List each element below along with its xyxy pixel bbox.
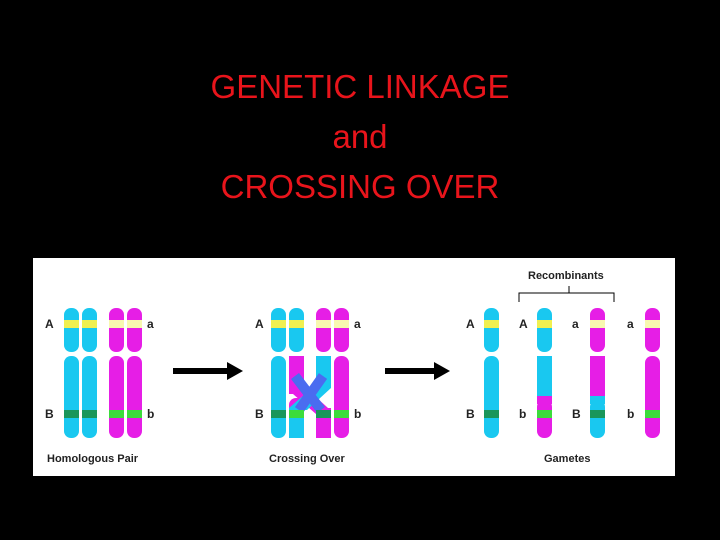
title-line-3: CROSSING OVER — [220, 168, 500, 205]
allele-label-B: B — [255, 407, 264, 421]
locus-a-band — [645, 320, 660, 328]
locus-b-band — [645, 410, 660, 418]
chromosome-magenta-lower — [127, 356, 142, 438]
allele-label-a: a — [147, 317, 154, 331]
title-line-1: GENETIC LINKAGE — [210, 68, 510, 105]
homologous-pair-group: A a B b Homologous Pair — [45, 308, 154, 465]
locus-A-band — [64, 320, 79, 328]
gamete-chromosome-lower — [590, 356, 605, 400]
title-line-2: and — [332, 118, 388, 155]
stage-caption-gametes: Gametes — [544, 453, 590, 465]
gamete-chromosome-upper — [484, 308, 499, 352]
gamete-chromosome-lower — [590, 396, 605, 404]
allele-label-A: A — [519, 317, 528, 331]
chromosome-cyan-upper — [82, 308, 97, 352]
chromosome-cyan-upper — [271, 308, 286, 352]
gamete-chromosome-upper — [537, 308, 552, 352]
locus-A-band — [289, 320, 304, 328]
allele-label-b: b — [147, 407, 154, 421]
allele-label-a: a — [572, 317, 579, 331]
locus-A-band — [82, 320, 97, 328]
allele-label-a: a — [354, 317, 361, 331]
locus-b-band — [289, 410, 304, 418]
slide-title: GENETIC LINKAGE and CROSSING OVER — [0, 62, 720, 212]
chromosome-cyan-lower — [64, 356, 79, 438]
chromosome-cyan-lower — [271, 356, 286, 438]
locus-b-band — [537, 410, 552, 418]
locus-a-band — [316, 320, 331, 328]
locus-B-band — [271, 410, 286, 418]
gametes-group: Recombinants A A a a B b B b Gamet — [466, 270, 660, 465]
chromosome-magenta-upper — [109, 308, 124, 352]
chromosome-magenta-upper — [127, 308, 142, 352]
locus-B-band — [316, 410, 331, 418]
chromosome-magenta-upper — [316, 308, 331, 352]
gamete-chromosome-upper — [645, 308, 660, 352]
gamete-chromosome-upper — [590, 308, 605, 352]
locus-a-band — [127, 320, 142, 328]
chromosome-magenta-lower — [109, 356, 124, 438]
allele-label-B: B — [572, 407, 581, 421]
crossing-over-diagram: A a B b Homologous Pair A a B b — [33, 258, 675, 476]
allele-label-b: b — [519, 407, 526, 421]
locus-B-band — [590, 410, 605, 418]
locus-a-band — [109, 320, 124, 328]
allele-label-A: A — [255, 317, 264, 331]
chromosome-cyan-lower — [82, 356, 97, 438]
allele-label-A: A — [45, 317, 54, 331]
locus-B-band — [64, 410, 79, 418]
allele-label-B: B — [45, 407, 54, 421]
gamete-chromosome-lower — [537, 396, 552, 404]
locus-b-band — [127, 410, 142, 418]
locus-B-band — [484, 410, 499, 418]
chromosome-cyan-upper — [289, 308, 304, 352]
arrow-icon — [385, 362, 450, 380]
locus-A-band — [271, 320, 286, 328]
arrow-icon — [173, 362, 243, 380]
locus-b-band — [109, 410, 124, 418]
allele-label-b: b — [354, 407, 361, 421]
allele-label-A: A — [466, 317, 475, 331]
gamete-chromosome-lower — [484, 356, 499, 438]
recombinants-label: Recombinants — [528, 270, 604, 282]
locus-B-band — [82, 410, 97, 418]
chiasma-crossover — [291, 372, 328, 414]
chromosome-cyan-upper — [64, 308, 79, 352]
crossing-over-group: A a B b Crossing Over — [255, 308, 361, 465]
recombinants-bracket — [518, 286, 615, 302]
gamete-chromosome-lower — [537, 400, 552, 438]
locus-a-band — [590, 320, 605, 328]
locus-a-band — [334, 320, 349, 328]
allele-label-b: b — [627, 407, 634, 421]
allele-label-B: B — [466, 407, 475, 421]
gamete-chromosome-lower — [645, 356, 660, 438]
stage-caption-crossing-over: Crossing Over — [269, 453, 346, 465]
allele-label-a: a — [627, 317, 634, 331]
chromosome-magenta-lower — [334, 356, 349, 438]
stage-caption-homologous-pair: Homologous Pair — [47, 453, 139, 465]
gamete-chromosome-lower — [537, 356, 552, 400]
gamete-chromosome-lower — [590, 400, 605, 438]
chromosome-magenta-upper — [334, 308, 349, 352]
locus-A-band — [484, 320, 499, 328]
locus-A-band — [537, 320, 552, 328]
locus-b-band — [334, 410, 349, 418]
